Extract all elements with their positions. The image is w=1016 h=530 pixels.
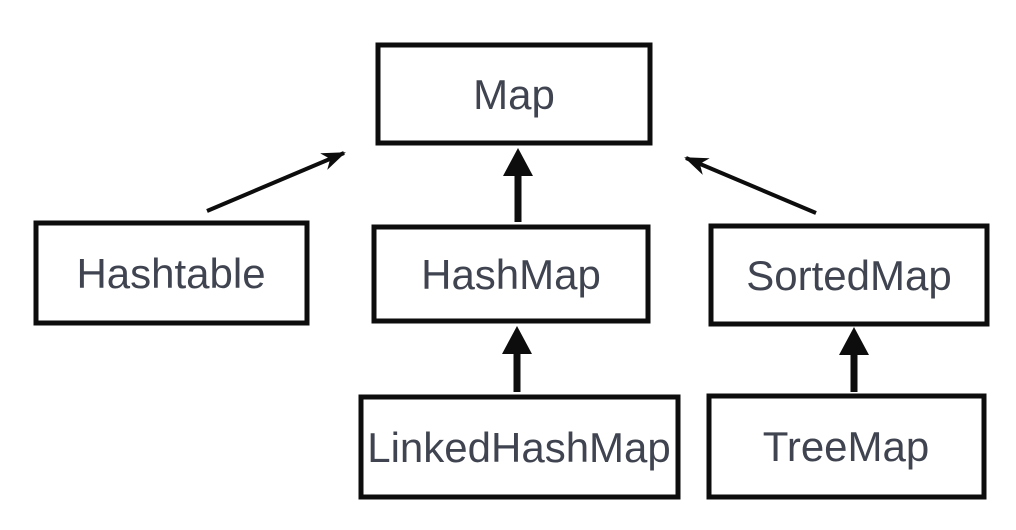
node-hashmap: HashMap — [371, 224, 651, 324]
node-hashmap-box — [371, 224, 651, 324]
node-map-box — [375, 42, 653, 146]
edge-hashtable-to-map — [206, 151, 346, 213]
node-sortedmap-box — [708, 223, 990, 327]
node-treemap-box — [706, 393, 987, 500]
node-sortedmap-label: SortedMap — [746, 252, 951, 299]
edge-treemap-to-sortedmap — [839, 327, 869, 392]
node-treemap: TreeMap — [706, 393, 987, 500]
node-linkedhashmap-label: LinkedHashMap — [367, 424, 671, 471]
node-sortedmap: SortedMap — [708, 223, 990, 327]
node-hashtable-label: Hashtable — [76, 250, 265, 297]
node-treemap-label: TreeMap — [763, 423, 930, 470]
node-linkedhashmap: LinkedHashMap — [358, 394, 681, 500]
edge-sortedmap-to-map — [684, 156, 817, 215]
node-hashtable: Hashtable — [33, 220, 310, 326]
node-linkedhashmap-box — [358, 394, 681, 500]
node-hashmap-label: HashMap — [421, 251, 601, 298]
edge-linkedhashmap-to-hashmap — [502, 326, 532, 392]
node-map-label: Map — [473, 71, 555, 118]
edge-hashmap-to-map — [503, 148, 533, 222]
node-hashtable-box — [33, 220, 310, 326]
node-map: Map — [375, 42, 653, 146]
